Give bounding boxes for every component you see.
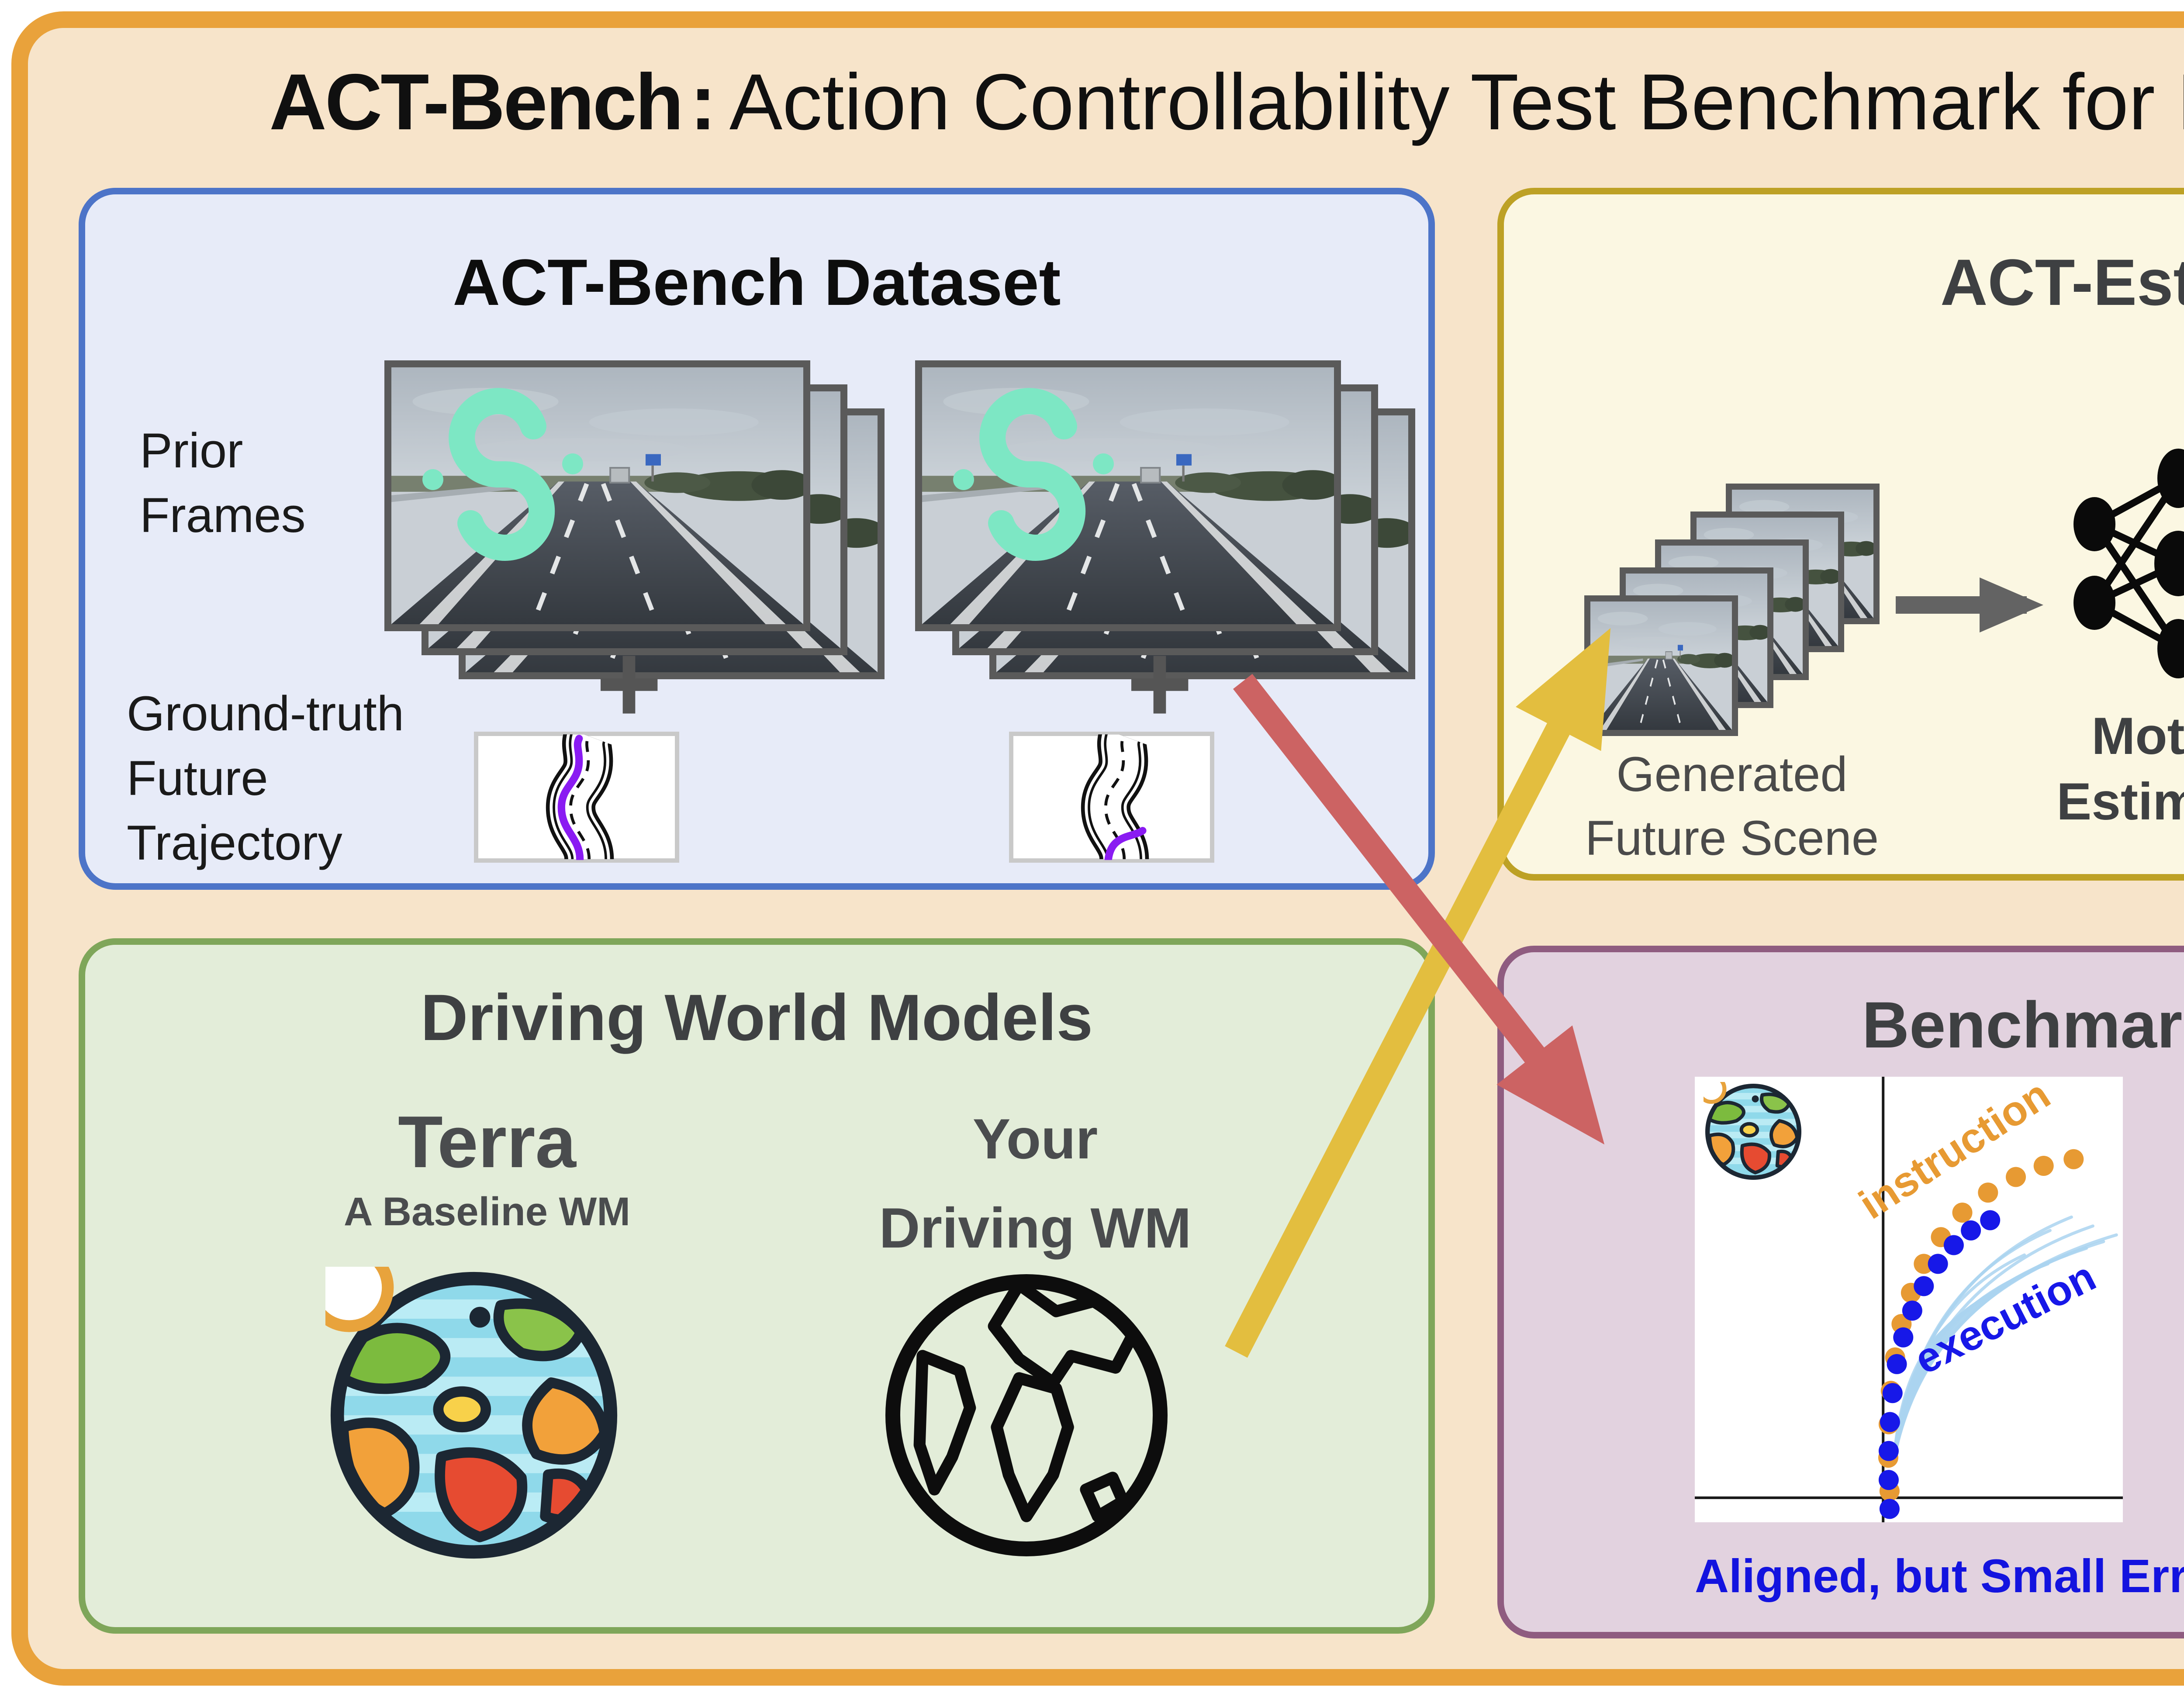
your-wm-label-line1: Your bbox=[972, 1107, 1098, 1171]
terra-globe-icon bbox=[325, 1267, 622, 1564]
outline-globe-icon bbox=[878, 1267, 1175, 1564]
figure-title: ACT-Bench:Action Controllability Test Be… bbox=[0, 56, 2184, 148]
generated-frame-front bbox=[1584, 595, 1738, 736]
plus-icon: + bbox=[596, 620, 662, 747]
estimator-panel-heading: ACT-Estimator bbox=[1940, 245, 2184, 319]
your-wm-label-line2: Driving WM bbox=[879, 1196, 1192, 1260]
prior-frame-front bbox=[915, 360, 1341, 631]
results-panel-heading: Benchmark Results bbox=[1862, 988, 2184, 1061]
swirl-logo-icon bbox=[946, 387, 1121, 562]
prior-frames-label: Prior Frames bbox=[140, 423, 306, 543]
swirl-logo-icon bbox=[415, 387, 590, 562]
generated-scene-label: Generated Future Scene bbox=[1585, 747, 1879, 865]
ground-truth-trajectory-card-2 bbox=[1009, 732, 1214, 863]
title-brand: ACT-Bench bbox=[269, 57, 684, 146]
ground-truth-label: Ground-truth Future Trajectory bbox=[127, 686, 404, 870]
prior-frame-front bbox=[384, 360, 810, 631]
ground-truth-trajectory-card-1 bbox=[474, 732, 679, 863]
title-separator: : bbox=[690, 57, 716, 146]
terra-globe-icon bbox=[1704, 1082, 1803, 1182]
road-trajectory-icon bbox=[526, 734, 627, 860]
neural-network-icon bbox=[2053, 443, 2184, 684]
road-trajectory-icon bbox=[1061, 734, 1162, 860]
terra-model-subtitle: A Baseline WM bbox=[343, 1189, 631, 1234]
motion-estimator-label: Motion Estimator bbox=[2056, 707, 2184, 831]
title-rest: Action Controllability Test Benchmark fo… bbox=[729, 57, 2184, 146]
aligned-caption: Aligned, but Small Error bbox=[1695, 1549, 2184, 1602]
terra-model-name: Terra bbox=[398, 1101, 576, 1183]
models-panel-heading: Driving World Models bbox=[421, 981, 1093, 1054]
dataset-panel-heading: ACT-Bench Dataset bbox=[453, 245, 1061, 319]
plus-icon: + bbox=[1127, 620, 1193, 747]
